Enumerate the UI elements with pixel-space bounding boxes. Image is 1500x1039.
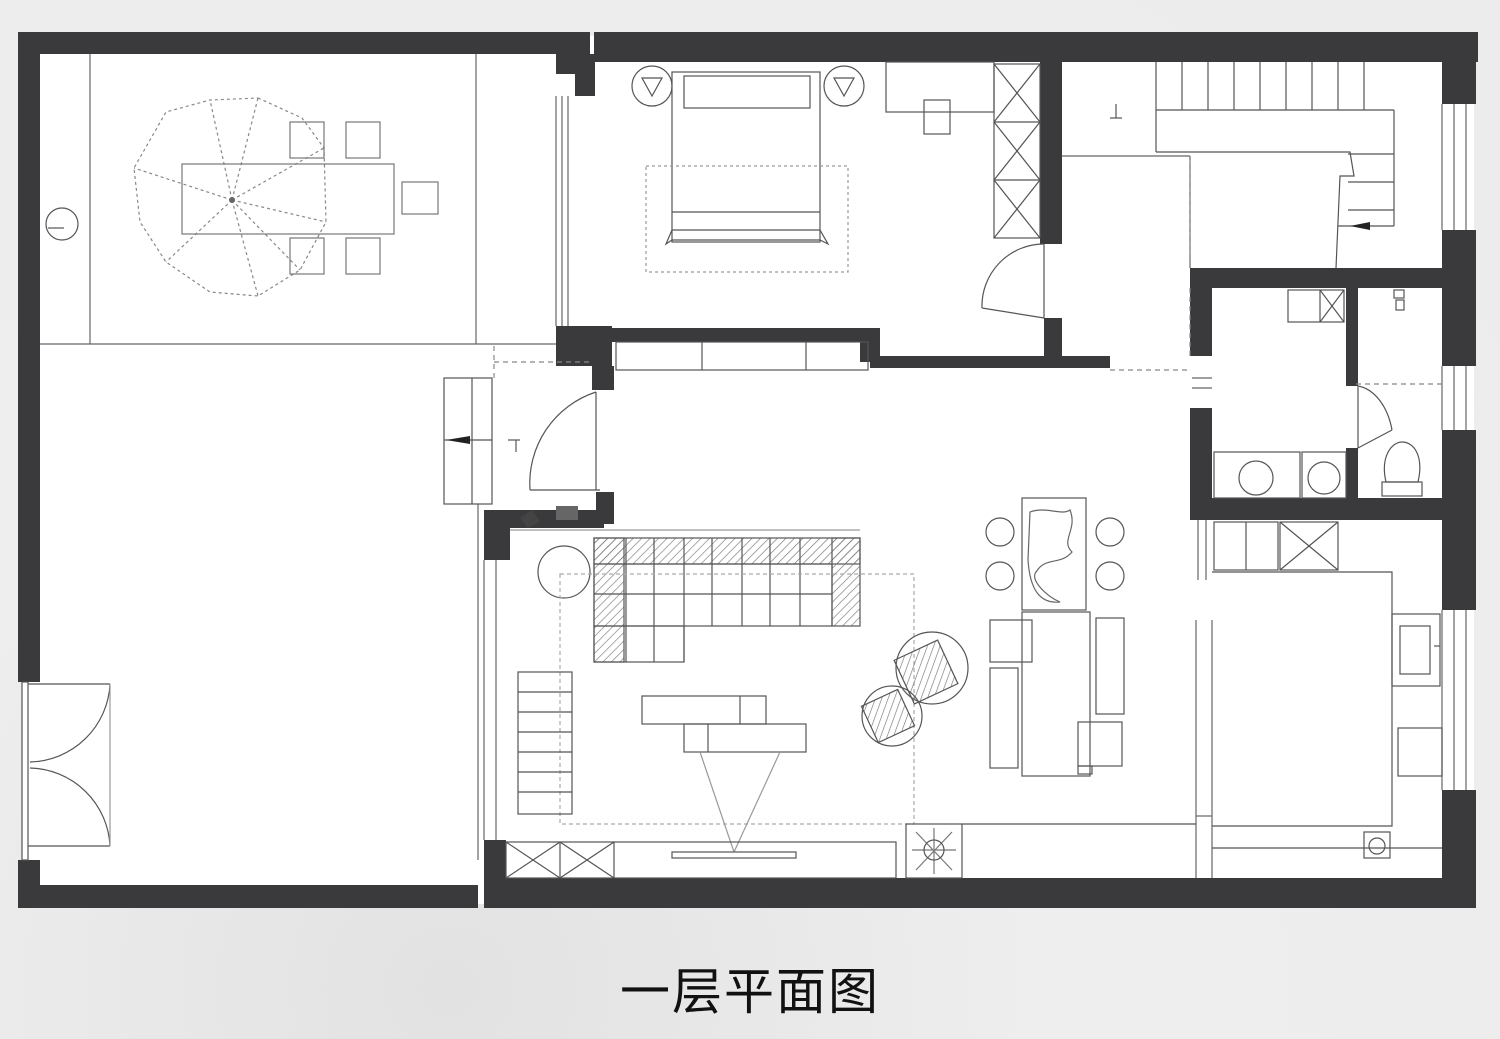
outdoor-dining-set (181, 121, 439, 275)
master-bed (645, 71, 849, 273)
courtyard-drain (45, 207, 79, 241)
washing-machine (1301, 451, 1347, 499)
bookshelf (517, 671, 573, 815)
sectional-sofa (593, 537, 861, 663)
dining-table (985, 497, 1125, 611)
kitchen-appliance (1363, 831, 1391, 859)
wc-door (1357, 385, 1393, 449)
bedroom-wardrobe (993, 63, 1041, 239)
potted-plant (905, 823, 963, 879)
interior-walls (484, 54, 1442, 882)
toilet (1381, 441, 1423, 497)
floor-plan-drawing (18, 32, 1478, 908)
bedroom-built-in-cabinet (615, 341, 869, 371)
kitchen-cabinets (1212, 521, 1443, 827)
bedroom-door (981, 243, 1045, 319)
shower-fixture (1393, 289, 1405, 311)
foyer-door (508, 391, 600, 491)
entry-double-door (21, 681, 111, 861)
lounge-chair-2 (860, 685, 923, 747)
entry-steps (443, 377, 493, 505)
plan-caption: 一层平面图 (620, 963, 880, 1021)
floor-area (22, 36, 1474, 904)
lounge-chair-1 (893, 631, 969, 705)
study-desk (989, 611, 1125, 777)
dashed-openings (493, 160, 1442, 385)
entry-plant (520, 506, 578, 528)
coffee-table (641, 695, 807, 753)
projector-beam (699, 751, 781, 853)
side-table (537, 545, 591, 599)
tv-cabinet (505, 841, 897, 879)
washbasin (1213, 451, 1301, 499)
bedside-lamp-right (823, 65, 865, 107)
staircase (1110, 62, 1395, 269)
utility-cabinets (1287, 289, 1345, 323)
outer-walls (18, 32, 1478, 908)
bedside-lamp-left (631, 65, 673, 107)
